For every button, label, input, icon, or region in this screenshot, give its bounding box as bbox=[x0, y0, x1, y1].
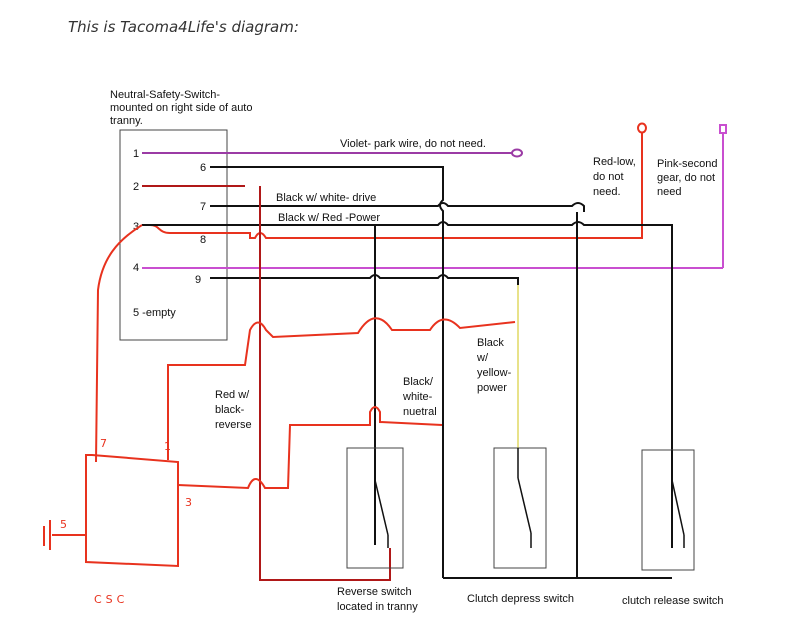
nss-pin-1: 1 bbox=[133, 148, 139, 160]
neutral-label-line-1: Black/ bbox=[403, 376, 434, 388]
nss-pin-5-empty: 5 -empty bbox=[133, 307, 176, 319]
pink-second-gear-wire bbox=[142, 124, 727, 269]
red-low-label-line-1: Red-low, bbox=[593, 156, 636, 168]
black-wires bbox=[142, 166, 673, 579]
black-yellow-label-line-2: w/ bbox=[476, 352, 489, 364]
nss-pin-3: 3 bbox=[133, 221, 139, 233]
red-low-label-line-2: do not bbox=[593, 171, 624, 183]
csc-pin-5: 5 bbox=[60, 518, 67, 531]
red-low-wire bbox=[149, 122, 647, 239]
clutch-depress-switch bbox=[493, 447, 547, 569]
pink-label-line-1: Pink-second bbox=[657, 158, 718, 170]
nss-pin-4: 4 bbox=[133, 262, 139, 274]
black-yellow-label-line-3: yellow- bbox=[477, 367, 512, 379]
csc-pin-1: 1 bbox=[164, 440, 171, 453]
nss-pin-6: 6 bbox=[200, 162, 206, 174]
nss-pin-9: 9 bbox=[195, 274, 201, 286]
nss-title-line-1: Neutral-Safety-Switch- bbox=[110, 89, 220, 101]
black-yellow-label-line-4: power bbox=[477, 382, 507, 394]
red-low-label-line-3: need. bbox=[593, 186, 621, 198]
csc-pin-7: 7 bbox=[100, 437, 107, 450]
diagram-caption: This is Tacoma4Life's diagram: bbox=[68, 18, 299, 36]
clutch-depress-switch-label: Clutch depress switch bbox=[467, 593, 574, 605]
nss-pin-2: 2 bbox=[133, 181, 139, 193]
reverse-switch-label-line-1: Reverse switch bbox=[337, 586, 412, 598]
neutral-label-line-3: nuetral bbox=[403, 406, 437, 418]
csc-wiring bbox=[43, 224, 516, 568]
csc-pin-3: 3 bbox=[185, 496, 192, 509]
red-reverse-wire bbox=[142, 185, 391, 581]
neutral-safety-switch-box bbox=[119, 129, 228, 341]
drive-wire-label: Black w/ white- drive bbox=[276, 192, 376, 204]
nss-pin-8: 8 bbox=[200, 234, 206, 246]
pink-label-line-3: need bbox=[657, 186, 681, 198]
red-black-label-line-1: Red w/ bbox=[215, 389, 250, 401]
violet-wire-label: Violet- park wire, do not need. bbox=[340, 138, 486, 150]
clutch-release-switch bbox=[641, 449, 695, 571]
nss-pin-7: 7 bbox=[200, 201, 206, 213]
reverse-switch-label-line-2: located in tranny bbox=[337, 601, 418, 613]
black-yellow-label-line-1: Black bbox=[477, 337, 504, 349]
reverse-switch bbox=[346, 447, 404, 569]
red-black-label-line-3: reverse bbox=[215, 419, 252, 431]
nss-title-line-3: tranny. bbox=[110, 115, 143, 127]
power-wire-label: Black w/ Red -Power bbox=[278, 212, 380, 224]
neutral-label-line-2: white- bbox=[402, 391, 433, 403]
nss-title-line-2: mounted on right side of auto bbox=[110, 102, 252, 114]
csc-label: CSC bbox=[94, 593, 128, 606]
red-black-label-line-2: black- bbox=[215, 404, 245, 416]
pink-label-line-2: gear, do not bbox=[657, 172, 715, 184]
clutch-release-switch-label: clutch release switch bbox=[622, 595, 724, 607]
violet-park-wire bbox=[142, 148, 523, 158]
